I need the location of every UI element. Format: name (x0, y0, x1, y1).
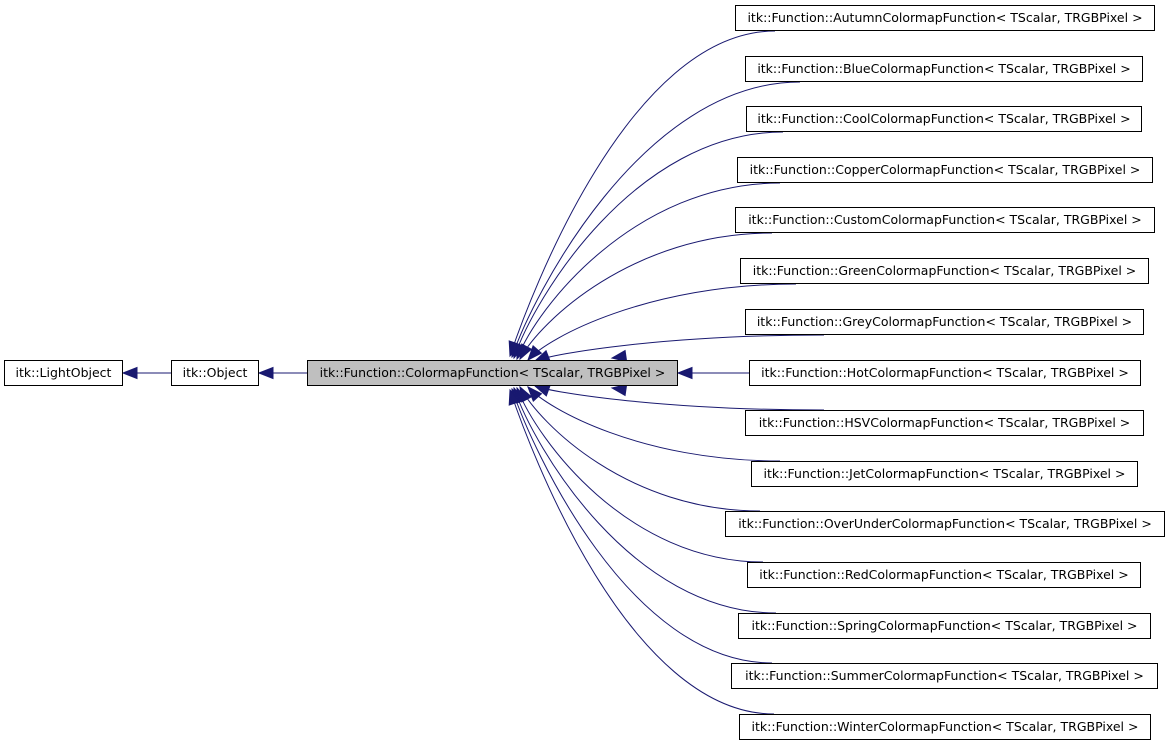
node-green-colormap-function[interactable]: itk::Function::GreenColormapFunction< TS… (740, 258, 1149, 284)
node-cool-colormap-function[interactable]: itk::Function::CoolColormapFunction< TSc… (746, 106, 1142, 132)
edge-derived-9 (527, 386, 781, 462)
node-red-colormap-function[interactable]: itk::Function::RedColormapFunction< TSca… (747, 562, 1141, 588)
edge-derived-2 (513, 131, 784, 359)
node-hot-colormap-function[interactable]: itk::Function::HotColormapFunction< TSca… (749, 360, 1141, 386)
node-blue-colormap-function[interactable]: itk::Function::BlueColormapFunction< TSc… (745, 56, 1143, 82)
arrowhead-derived-5 (527, 344, 543, 362)
edge-derived-0 (509, 30, 776, 357)
node-object[interactable]: itk::Object (171, 360, 259, 386)
node-grey-colormap-function[interactable]: itk::Function::GreyColormapFunction< TSc… (745, 309, 1144, 335)
node-colormap-function: itk::Function::ColormapFunction< TScalar… (307, 360, 678, 386)
arrowhead-extra-0 (610, 349, 628, 363)
edge-derived-4 (519, 232, 773, 360)
arrowhead-lightobject (121, 366, 138, 380)
node-custom-colormap-function[interactable]: itk::Function::CustomColormapFunction< T… (735, 207, 1155, 233)
arrowhead-object (257, 366, 274, 380)
edge-derived-6 (534, 334, 825, 362)
edge-derived-13 (511, 388, 773, 664)
node-spring-colormap-function[interactable]: itk::Function::SpringColormapFunction< T… (738, 613, 1151, 639)
node-summer-colormap-function[interactable]: itk::Function::SummerColormapFunction< T… (731, 663, 1158, 689)
edge-derived-12 (513, 387, 777, 614)
arrowhead-derived-14 (508, 388, 521, 406)
edge-derived-5 (527, 283, 797, 361)
node-overunder-colormap-function[interactable]: itk::Function::OverUnderColormapFunction… (725, 511, 1165, 537)
edge-derived-11 (516, 387, 764, 563)
edge-derived-1 (511, 81, 801, 358)
edge-derived-8 (534, 385, 825, 411)
arrowhead-extra-1 (610, 383, 628, 397)
arrowhead-derived-9 (527, 385, 543, 402)
arrowhead-derived-4 (519, 343, 533, 361)
node-jet-colormap-function[interactable]: itk::Function::JetColormapFunction< TSca… (751, 461, 1138, 487)
node-winter-colormap-function[interactable]: itk::Function::WinterColormapFunction< T… (739, 714, 1151, 740)
node-hsv-colormap-function[interactable]: itk::Function::HSVColormapFunction< TSca… (745, 410, 1144, 436)
node-copper-colormap-function[interactable]: itk::Function::CopperColormapFunction< T… (737, 157, 1153, 183)
node-light-object[interactable]: itk::LightObject (4, 360, 123, 386)
edge-derived-3 (516, 182, 781, 360)
arrowhead-derived-7 (676, 366, 693, 380)
edge-derived-14 (509, 389, 775, 715)
node-autumn-colormap-function[interactable]: itk::Function::AutumnColormapFunction< T… (735, 5, 1155, 31)
edge-derived-10 (519, 386, 761, 512)
